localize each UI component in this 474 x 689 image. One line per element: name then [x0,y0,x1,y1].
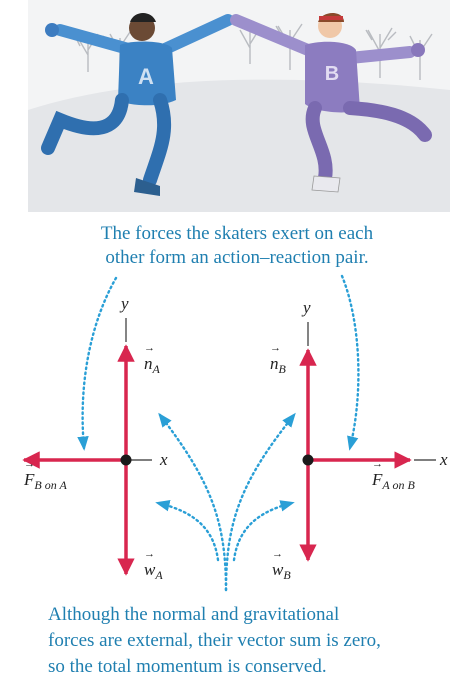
bottom-caption-line-2: forces are external, their vector sum is… [48,630,381,651]
bottom-caption-line-1: Although the normal and gravitational [48,604,340,625]
skater-a-letter: A [138,64,154,89]
y-axis-a-label: y [121,294,129,313]
free-body-diagram-b [299,322,436,562]
normal-force-a-label: nA [144,342,160,377]
x-axis-a-label: x [160,450,168,469]
bottom-caption: Although the normal and gravitational fo… [48,602,381,680]
skating-illustration: A B [28,0,450,212]
bottom-caption-line-3: so the total momentum is conserved. [48,656,327,677]
weight-a-label: wA [144,548,163,583]
skater-b-point [302,454,314,466]
skater-b: B [230,13,432,193]
skater-b-letter: B [325,63,339,85]
weight-b-label: wB [272,548,291,583]
pointer-to-w-b [232,500,295,562]
normal-force-b-label: nB [270,342,286,377]
external-force-pointers [155,412,296,592]
ice-surface [28,79,450,212]
force-a-on-b-label: FA on B [372,458,415,493]
pointer-to-n-a [158,412,228,592]
top-caption-line-2: other form an action–reaction pair. [105,247,369,268]
skater-a-point [120,454,132,466]
y-axis-b-label: y [303,298,311,317]
x-axis-b-label: x [440,450,448,469]
pointer-to-f-b-on-a [77,276,118,451]
pointer-to-w-a [155,500,220,562]
action-reaction-pointers [77,274,360,451]
top-caption: The forces the skaters exert on each oth… [0,222,474,270]
pointer-to-f-a-on-b [340,274,360,451]
top-caption-line-1: The forces the skaters exert on each [100,223,374,244]
free-body-diagram-a [22,318,152,576]
force-b-on-a-label: FB on A [24,458,67,493]
pointer-to-n-b [224,412,296,592]
skater-a: A [41,13,234,196]
